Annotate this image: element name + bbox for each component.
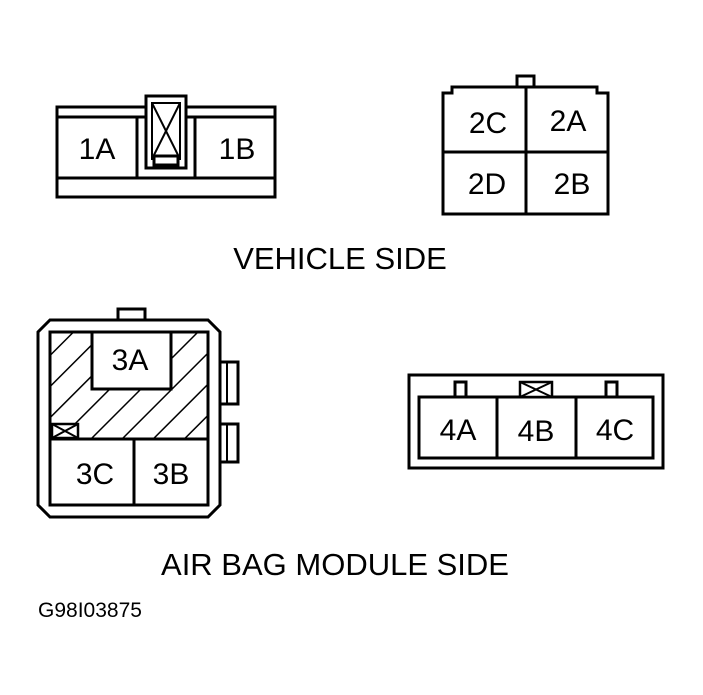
pin-4C-label: 4C xyxy=(596,414,634,447)
connector-4-x-marker xyxy=(518,380,554,399)
pin-2C-label: 2C xyxy=(469,107,507,140)
pin-3C-label: 3C xyxy=(76,458,114,491)
connector-4-right-lock xyxy=(604,380,619,399)
pin-2A-label: 2A xyxy=(550,105,587,138)
connector-2: 2C 2A 2D 2B xyxy=(441,74,610,216)
pin-2D-label: 2D xyxy=(468,168,506,201)
pin-3B-label: 3B xyxy=(153,458,190,491)
airbag-module-side-caption: AIR BAG MODULE SIDE xyxy=(161,547,509,582)
connector-1-latch xyxy=(144,94,188,170)
connector-4-left-lock xyxy=(453,380,468,399)
connector-3: 3A 3C 3B xyxy=(36,307,240,519)
pin-4B-label: 4B xyxy=(518,415,555,448)
pin-3A-label: 3A xyxy=(112,344,149,377)
connector-3-side-tab-lower xyxy=(219,422,240,464)
pin-3A-cavity xyxy=(90,330,173,391)
connector-3-x-marker xyxy=(50,422,80,440)
pin-1B-label: 1B xyxy=(219,133,256,166)
connector-1: 1A 1B xyxy=(55,94,277,199)
pin-1A-cavity xyxy=(55,115,139,180)
connector-4: 4A 4B 4C xyxy=(407,373,665,470)
vehicle-side-caption: VEHICLE SIDE xyxy=(233,241,447,276)
pin-2B-label: 2B xyxy=(554,168,591,201)
pin-4A-label: 4A xyxy=(440,414,477,447)
connector-4-housing xyxy=(407,373,665,470)
figure-code: G98I03875 xyxy=(38,599,142,622)
pin-1B-cavity xyxy=(193,115,277,180)
connector-3-side-tab-upper xyxy=(219,360,240,406)
pin-1A-label: 1A xyxy=(79,133,116,166)
